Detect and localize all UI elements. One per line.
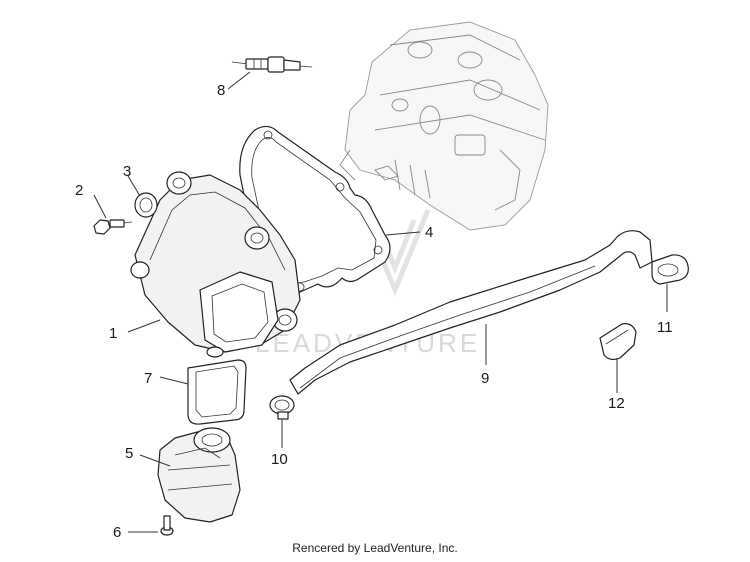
- callout-labels: 1 2 3 4 5 6 7 8 9 10 11 12: [75, 82, 673, 541]
- callout-5: 5: [125, 445, 133, 462]
- callout-10: 10: [271, 451, 288, 468]
- breather-gasket: [187, 359, 247, 425]
- cover-screw: [93, 219, 133, 235]
- callout-11: 11: [657, 319, 673, 336]
- callout-8: 8: [217, 82, 225, 99]
- callout-6: 6: [113, 524, 121, 541]
- leader-lines: [93, 71, 668, 533]
- callout-7: 7: [144, 370, 152, 387]
- oil-seal: [134, 192, 158, 218]
- cylinder-head: [339, 21, 549, 231]
- hose-clamp-small: [269, 395, 295, 420]
- hose-clamp-large: [651, 254, 689, 285]
- breather-hose: [289, 230, 653, 395]
- callout-4: 4: [425, 224, 433, 241]
- callout-1: 1: [109, 325, 117, 342]
- valve-cover: [130, 171, 301, 358]
- callout-2: 2: [75, 182, 83, 199]
- housing-screw: [160, 515, 174, 536]
- spark-plug: [231, 56, 313, 73]
- footer-credit: Rencered by LeadVenture, Inc.: [292, 541, 458, 555]
- breather-housing: [157, 427, 241, 523]
- callout-9: 9: [481, 370, 489, 387]
- hose-clip: [599, 323, 637, 361]
- callout-3: 3: [123, 163, 131, 180]
- callout-12: 12: [608, 395, 625, 412]
